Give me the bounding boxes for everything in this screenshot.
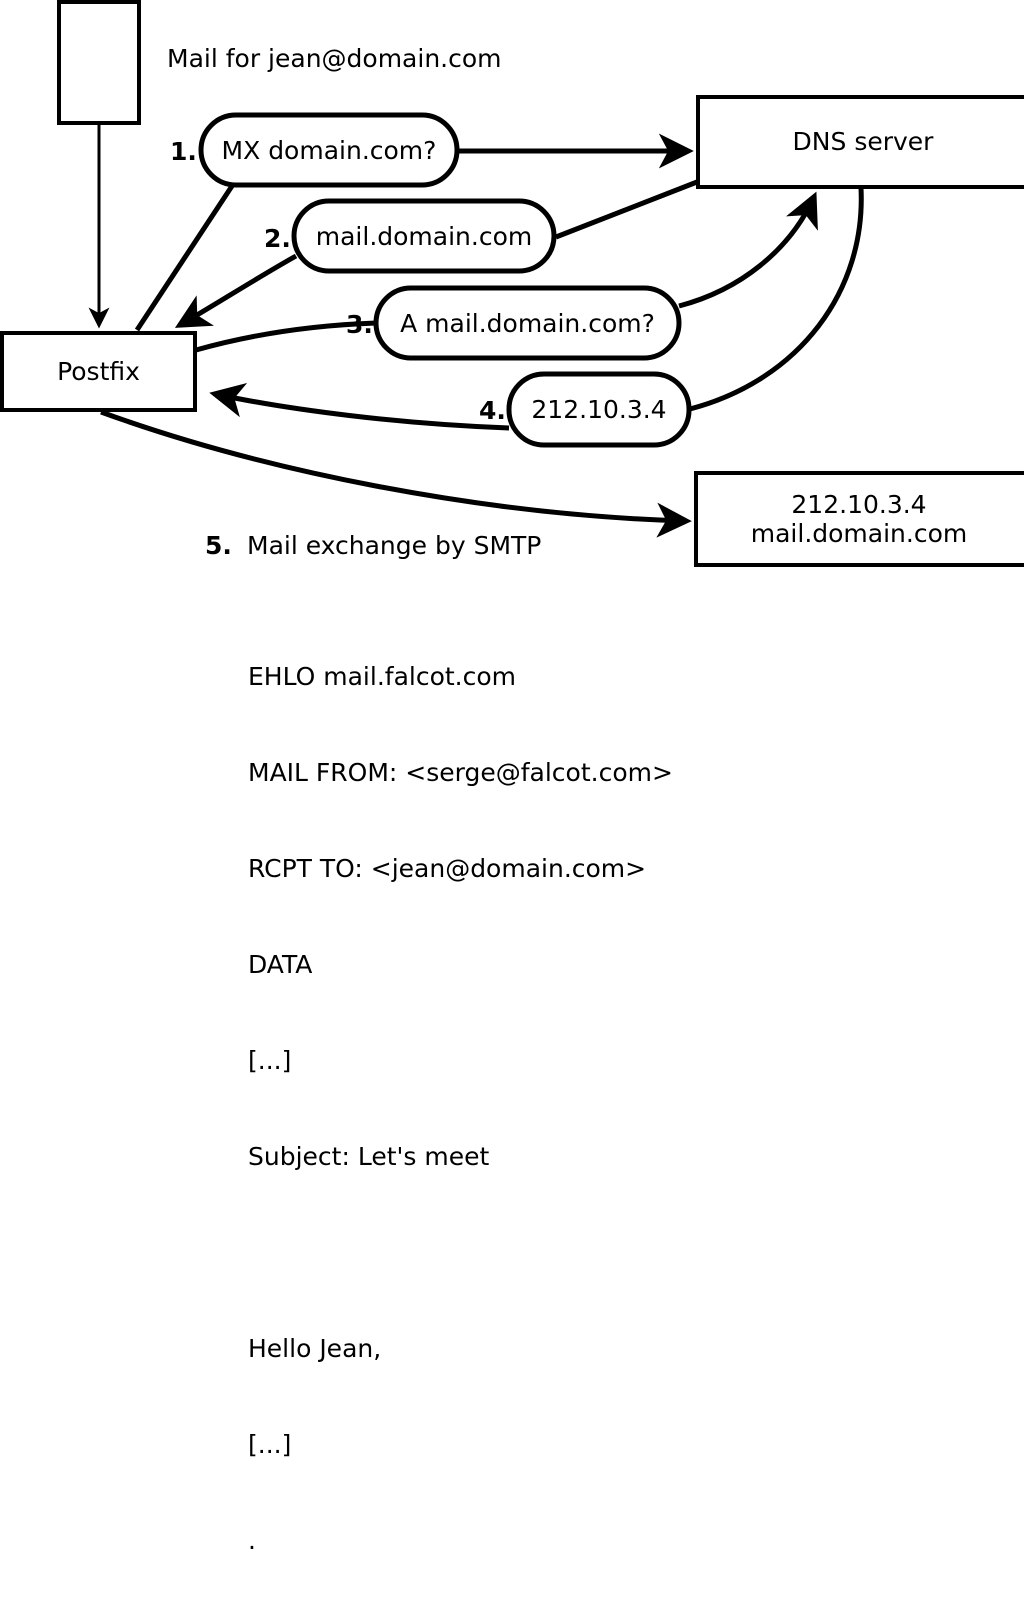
sender-box: [57, 0, 141, 125]
transcript-line: .: [248, 1526, 256, 1555]
smtp-transcript: EHLO mail.falcot.com MAIL FROM: <serge@f…: [248, 597, 673, 1621]
transcript-line: [...]: [248, 1046, 292, 1075]
postfix-box: [0, 331, 197, 412]
connector-step5-smtp: [100, 409, 692, 538]
transcript-line-blank: [248, 1237, 673, 1269]
diagram-canvas: Mail for jean@domain.com Postfix DNS ser…: [0, 0, 1024, 1555]
mail-server-box: [694, 471, 1024, 567]
transcript-line: MAIL FROM: <serge@falcot.com>: [248, 758, 673, 787]
step-3-number: 3.: [346, 310, 373, 339]
step-2-number: 2.: [264, 224, 291, 253]
connector-step3-pill-to-dns: [678, 191, 818, 309]
connector-step3-postfix-to-pill: [195, 320, 377, 353]
step-1-number: 1.: [170, 137, 197, 166]
pill-2-label: mail.domain.com: [315, 221, 533, 251]
connector-step4-pill-to-postfix: [209, 382, 510, 431]
pill-1-shape: [198, 112, 460, 188]
transcript-line: RCPT TO: <jean@domain.com>: [248, 854, 647, 883]
transcript-line: DATA: [248, 950, 313, 979]
pill-4-label: 212.10.3.4: [531, 395, 667, 424]
pill-1-label: MX domain.com?: [221, 135, 437, 165]
transcript-line: Subject: Let's meet: [248, 1142, 490, 1171]
connector-step4-dns-to-pill: [689, 187, 864, 412]
connector-step2-pill-to-postfix: [174, 253, 298, 328]
diagram-vector-layer: [0, 0, 1024, 567]
connector-step1-postfix-to-pill: [134, 184, 235, 332]
mail-for-label: Mail for jean@domain.com: [167, 44, 502, 73]
step-5-label: Mail exchange by SMTP: [247, 531, 542, 560]
step-5-number: 5.: [205, 531, 232, 560]
pill-2-shape: [291, 198, 557, 274]
transcript-line: EHLO mail.falcot.com: [248, 662, 517, 691]
pill-3-label: A mail.domain.com?: [400, 308, 655, 338]
transcript-line: Hello Jean,: [248, 1334, 382, 1363]
dns-server-box: [696, 95, 1024, 189]
pill-4-shape: [506, 371, 692, 448]
connector-step2-dns-to-pill: [555, 179, 698, 240]
transcript-line: [...]: [248, 1430, 292, 1459]
step-4-number: 4.: [479, 396, 506, 425]
